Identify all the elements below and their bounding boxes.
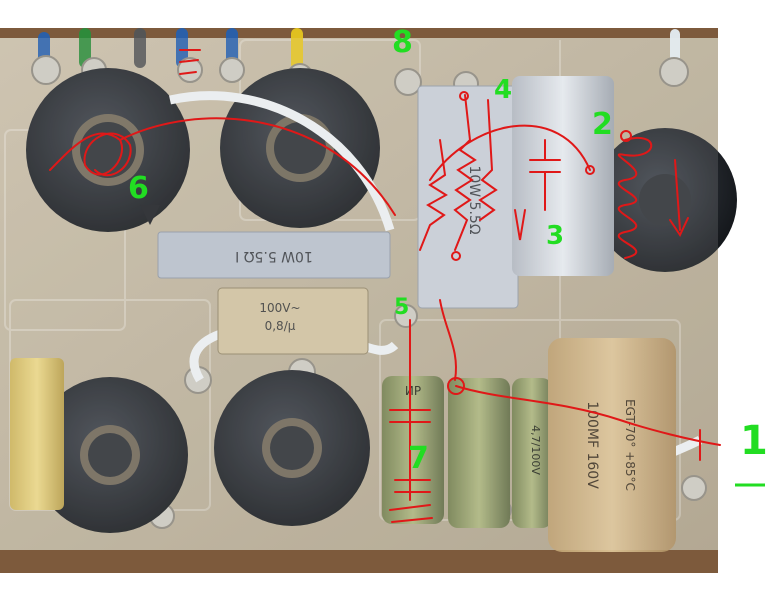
label-7: 7 xyxy=(408,441,429,476)
wire-loop-top xyxy=(169,91,395,232)
capacitor-electrolytic-1: ИР xyxy=(382,376,444,524)
label-1: 1 xyxy=(740,418,766,464)
label-4: 4 xyxy=(494,75,512,105)
red-annotations xyxy=(49,49,721,523)
capacitor-yellow xyxy=(10,358,64,510)
label-2: 2 xyxy=(592,107,613,142)
label-8: 8 xyxy=(392,25,413,60)
inductor-core-bottom-left xyxy=(32,377,188,533)
label-5: 5 xyxy=(394,295,409,320)
resistor-vertical: 10W 5.5Ω xyxy=(417,85,519,309)
capacitor-large: 100MF 160V EGT-70° +85°C xyxy=(548,338,676,552)
svg-text:10W 5.5Ω: 10W 5.5Ω xyxy=(466,165,482,234)
inductor-core-top-middle xyxy=(220,68,380,228)
capacitor-electrolytic-3: 4,7/100V xyxy=(512,378,552,528)
label-3: 3 xyxy=(546,221,564,251)
svg-text:0,8/μ: 0,8/μ xyxy=(265,319,296,333)
svg-text:100V~: 100V~ xyxy=(259,301,300,315)
green-annotations: 8 4 2 3 6 5 7 1 xyxy=(128,25,766,487)
svg-text:10W 5.5Ω I: 10W 5.5Ω I xyxy=(235,248,313,264)
svg-text:ИР: ИР xyxy=(405,384,421,398)
inductor-core-bottom-middle xyxy=(214,370,370,526)
capacitor-electrolytic-2 xyxy=(448,378,510,528)
svg-text:4,7/100V: 4,7/100V xyxy=(529,425,542,475)
resistor-horizontal: 10W 5.5Ω I xyxy=(157,231,391,279)
svg-text:100MF 160V: 100MF 160V xyxy=(584,401,600,489)
label-6: 6 xyxy=(128,171,149,206)
inductor-core-top-left xyxy=(26,68,190,232)
capacitor-film: 100V~ 0,8/μ xyxy=(217,287,369,355)
